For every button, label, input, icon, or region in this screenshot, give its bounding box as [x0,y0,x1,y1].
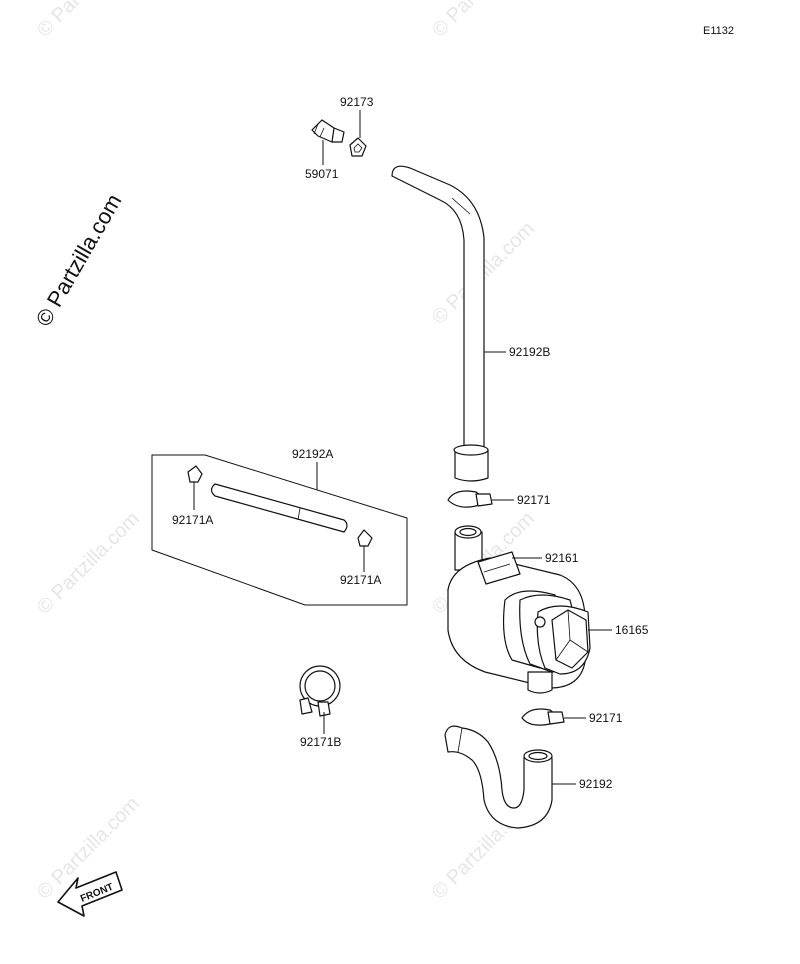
label-92173: 92173 [340,95,374,109]
reference-code: E1132 [703,25,734,37]
watermark-faint: © Partzilla.com [428,0,539,42]
label-92171-top: 92171 [517,493,551,507]
hose-92192B [391,165,489,482]
watermark-faint: © Partzilla.com [33,508,144,619]
clamp-92171-top [447,490,493,508]
label-92161: 92161 [545,551,579,565]
clamp-92171-lower [521,708,565,726]
clamp-92173 [349,137,367,157]
label-16165: 16165 [615,623,649,637]
label-92192B: 92192B [509,345,550,359]
hose-92192 [444,725,553,829]
clamp-92171A-right [357,529,373,547]
label-92171B: 92171B [300,735,341,749]
clamp-92171A-left [187,465,203,483]
label-59071: 59071 [305,167,339,181]
watermark-faint: © Partzilla.com [33,0,144,42]
label-92171-lower: 92171 [589,711,623,725]
watermark-main: © Partzilla.com [31,190,127,331]
label-92171A-right: 92171A [340,573,381,587]
filter-assembly-16165 [447,525,591,694]
clamp-92171B [299,665,341,717]
kit-frame-92192A [151,454,408,606]
label-92192A: 92192A [292,447,333,461]
label-92192: 92192 [579,777,613,791]
fitting-59071 [311,119,345,143]
label-92171A-left: 92171A [172,513,213,527]
tube-92192A [210,483,348,533]
